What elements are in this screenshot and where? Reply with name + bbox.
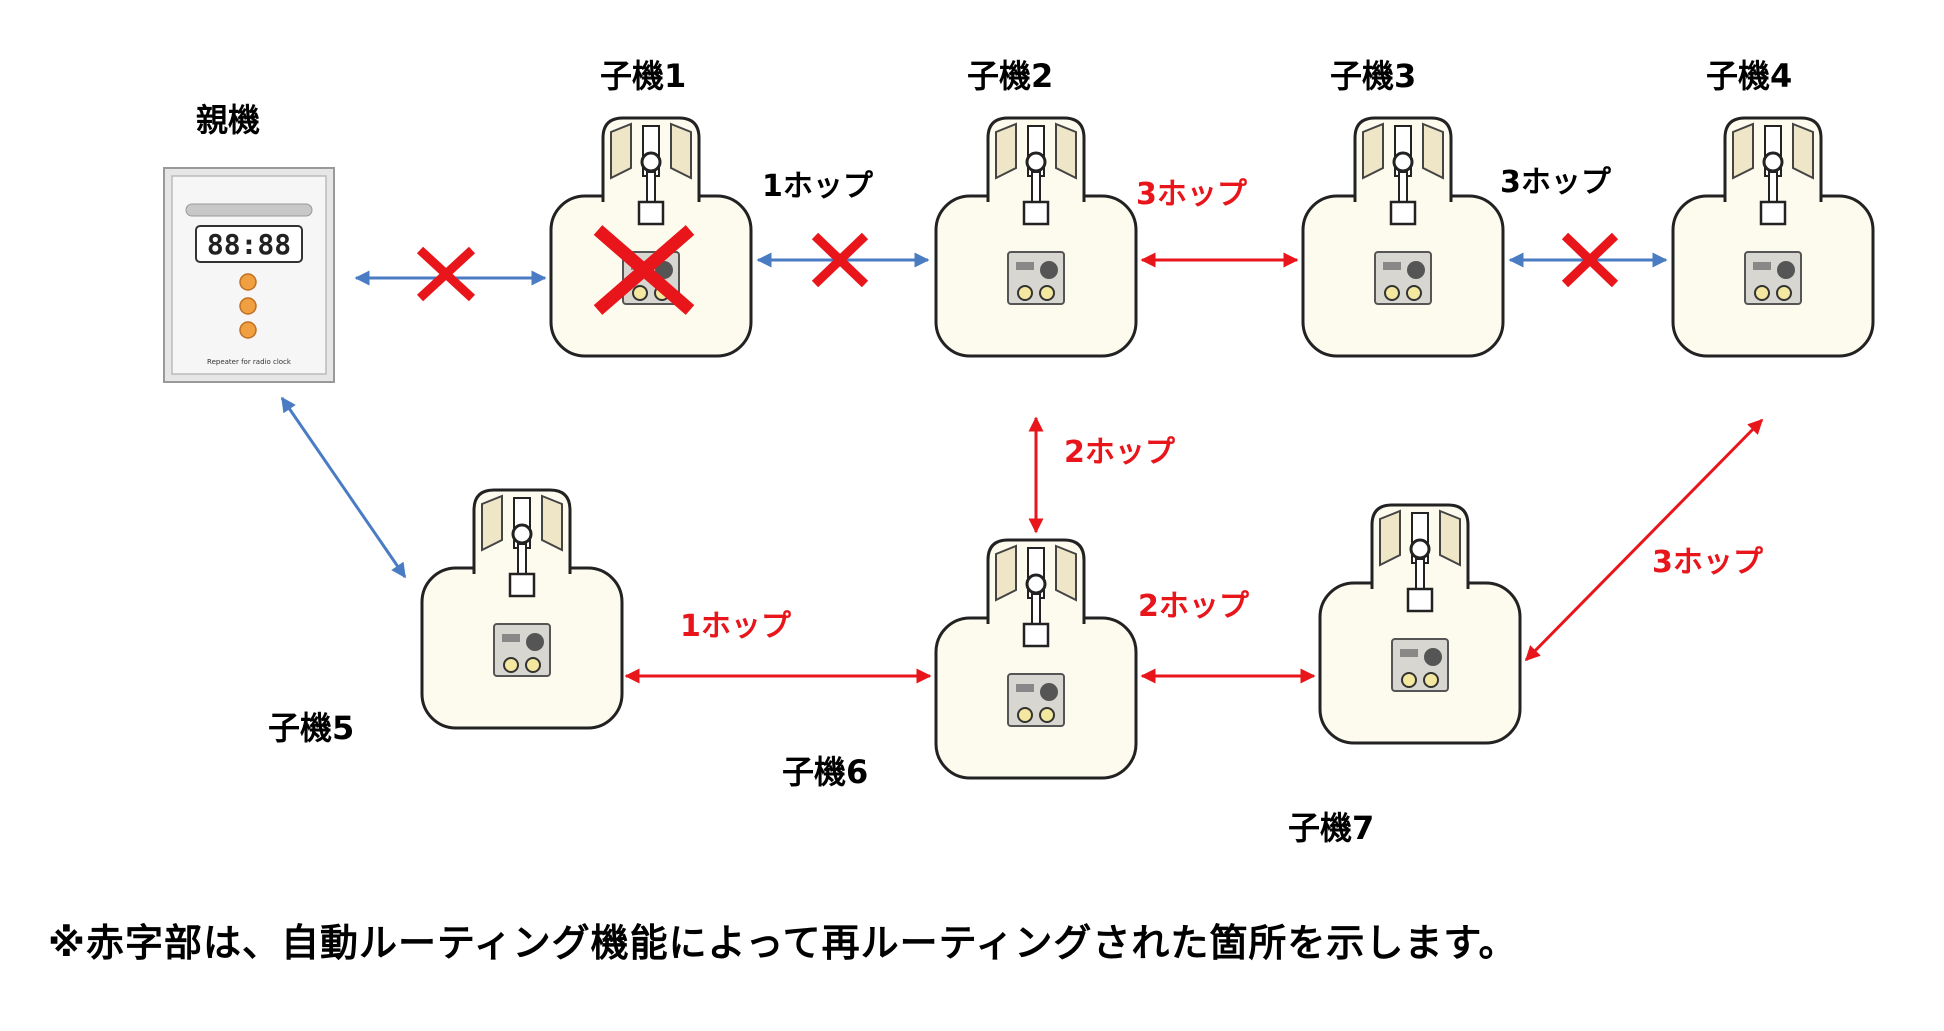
child6-label: 子機6: [782, 753, 869, 791]
hop-label-c2-c3: 3ホップ: [1136, 177, 1247, 212]
failure-cross-icon: [593, 225, 695, 315]
child2-label: 子機2: [967, 57, 1054, 95]
link-parent-child5: [280, 396, 407, 579]
child7-label: 子機7: [1288, 809, 1375, 847]
hop-label-c7-c4: 3ホップ: [1652, 545, 1763, 580]
child-unit-2: [934, 116, 1138, 358]
child4-label: 子機4: [1706, 57, 1793, 95]
child5-label: 子機5: [268, 709, 355, 747]
hop-label-c1-c2: 1ホップ: [762, 169, 873, 204]
child-unit-7: [1318, 503, 1522, 745]
parent-unit: 88:88 Repeater for radio clock: [163, 167, 335, 383]
child-unit-4: [1671, 116, 1875, 358]
parent-label: 親機: [196, 101, 261, 139]
footnote: ※赤字部は、自動ルーティング機能によって再ルーティングされた箇所を示します。: [48, 921, 1518, 965]
parent-caption: Repeater for radio clock: [207, 358, 292, 366]
child-unit-3: [1301, 116, 1505, 358]
hop-label-c5-c6: 1ホップ: [680, 609, 791, 644]
hop-label-c2-c6: 2ホップ: [1064, 435, 1175, 470]
hop-label-c6-c7: 2ホップ: [1138, 589, 1249, 624]
parent-display: 88:88: [207, 228, 291, 261]
child1-label: 子機1: [600, 57, 687, 95]
broken-link-cross-icon: [811, 232, 869, 288]
hop-label-c3-c4: 3ホップ: [1500, 165, 1611, 200]
child-unit-6: [934, 538, 1138, 780]
child3-label: 子機3: [1330, 57, 1417, 95]
child-unit-5: [420, 488, 624, 730]
broken-link-cross-icon: [1561, 232, 1619, 288]
broken-link-cross-icon: [416, 246, 476, 302]
child-unit-1: [549, 116, 753, 358]
link-child7-child4: [1524, 418, 1764, 662]
